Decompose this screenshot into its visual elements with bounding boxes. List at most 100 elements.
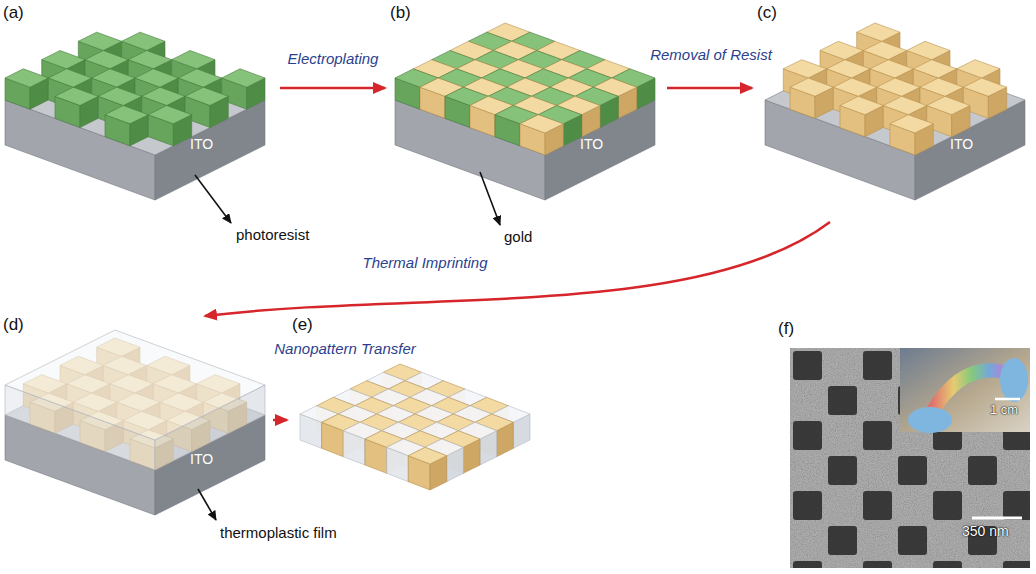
photoresist-block bbox=[55, 87, 98, 105]
process-step-label: Electroplating bbox=[288, 50, 379, 67]
gold-block bbox=[927, 96, 970, 114]
photoresist-block bbox=[5, 69, 48, 87]
panel-c-illustration bbox=[765, 23, 1025, 200]
sem-dark-square bbox=[933, 561, 962, 568]
label-holder: Thermal Imprinting bbox=[362, 254, 487, 271]
label-holder: ITO bbox=[580, 136, 603, 152]
label-holder: ITO bbox=[190, 136, 213, 152]
label-holder: Nanopattern Transfer bbox=[274, 340, 415, 357]
leader-line bbox=[480, 172, 500, 225]
panel-e-illustration bbox=[300, 364, 530, 490]
layer-label: ITO bbox=[950, 136, 973, 152]
photoresist-block bbox=[98, 87, 141, 105]
sem-dark-square bbox=[863, 421, 892, 450]
gold-block bbox=[783, 60, 826, 78]
callout-label: thermoplastic film bbox=[220, 524, 337, 541]
process-step-label: Thermal Imprinting bbox=[362, 254, 487, 271]
process-arrow bbox=[273, 419, 287, 422]
photo-inset bbox=[900, 348, 1030, 433]
photoresist-block bbox=[85, 51, 128, 69]
photoresist-block bbox=[185, 87, 228, 105]
gold-block bbox=[890, 115, 933, 133]
gold-block bbox=[907, 41, 950, 59]
photoresist-block bbox=[78, 32, 121, 50]
gold-block bbox=[827, 60, 870, 78]
gold-block bbox=[920, 78, 963, 96]
panel-letter: (b) bbox=[390, 4, 662, 23]
photo-background bbox=[900, 348, 1030, 432]
sem-dark-square bbox=[863, 491, 892, 520]
process-panel: (a) bbox=[3, 4, 275, 222]
gold-block bbox=[840, 96, 883, 114]
callout-label: photoresist bbox=[236, 226, 309, 243]
process-arrow bbox=[280, 87, 385, 90]
process-step-label: Nanopattern Transfer bbox=[274, 340, 415, 357]
label-holder: photoresist bbox=[236, 226, 309, 243]
ito-substrate bbox=[765, 45, 1025, 155]
photoresist-block bbox=[172, 51, 215, 69]
label-holder: ITO bbox=[190, 451, 213, 467]
sem-dark-square bbox=[898, 456, 927, 485]
sem-image bbox=[790, 348, 1030, 568]
photoresist-block bbox=[148, 106, 191, 124]
gold-block bbox=[790, 78, 833, 96]
gold-block bbox=[408, 447, 446, 464]
label-holder: Electroplating bbox=[288, 50, 379, 67]
sem-dark-square bbox=[1003, 491, 1030, 520]
label-holder: 1 cm bbox=[990, 403, 1018, 418]
scale-bar bbox=[972, 517, 1022, 520]
process-panel: (b) bbox=[390, 4, 662, 222]
photoresist-block bbox=[128, 51, 171, 69]
gold-block bbox=[863, 41, 906, 59]
ito-substrate bbox=[765, 100, 915, 200]
process-panel: (c) bbox=[757, 4, 1031, 222]
ito-substrate bbox=[915, 100, 1025, 200]
photoresist-block bbox=[42, 51, 85, 69]
sem-dark-square bbox=[793, 421, 822, 450]
ito-substrate bbox=[395, 45, 655, 155]
panel-letter: (a) bbox=[3, 4, 275, 23]
ito-substrate bbox=[395, 100, 545, 200]
panel-f-illustration bbox=[790, 348, 1032, 574]
gold-block bbox=[877, 78, 920, 96]
photoresist-block bbox=[92, 69, 135, 87]
sem-dark-square bbox=[828, 386, 857, 415]
gold-block bbox=[957, 60, 1000, 78]
sem-dark-square bbox=[828, 456, 857, 485]
callout-label: gold bbox=[504, 228, 532, 245]
gold-block bbox=[857, 23, 900, 41]
sem-dark-square bbox=[863, 351, 892, 380]
sem-dark-square bbox=[793, 351, 822, 380]
gold-block bbox=[820, 41, 863, 59]
sem-dark-square bbox=[968, 456, 997, 485]
photoresist-block bbox=[105, 106, 148, 124]
panel-b-illustration bbox=[395, 23, 655, 200]
sem-noise bbox=[790, 348, 1030, 568]
gold-block bbox=[963, 78, 1006, 96]
panel-a-illustration bbox=[5, 32, 265, 200]
sem-dark-square bbox=[933, 491, 962, 520]
process-arrow bbox=[205, 222, 830, 316]
layer-label: ITO bbox=[190, 451, 213, 467]
sem-dark-square bbox=[793, 561, 822, 568]
gold-block bbox=[913, 60, 956, 78]
leader-line bbox=[195, 175, 231, 223]
leader-line bbox=[198, 489, 216, 520]
label-holder: thermoplastic film bbox=[220, 524, 337, 541]
gold-block bbox=[883, 96, 926, 114]
photoresist-block bbox=[135, 69, 178, 87]
scale-label: 350 nm bbox=[962, 523, 1009, 539]
gold-block bbox=[870, 60, 913, 78]
gloved-hand bbox=[908, 407, 952, 433]
photoresist-block bbox=[142, 87, 185, 105]
thermoplastic-film bbox=[5, 330, 265, 440]
scale-bar bbox=[995, 398, 1020, 401]
label-holder: Removal of Resist bbox=[650, 46, 772, 63]
scale-label: 1 cm bbox=[990, 403, 1018, 418]
panel-d-illustration bbox=[5, 330, 265, 515]
panel-letter: (f) bbox=[778, 320, 1033, 339]
label-holder: gold bbox=[504, 228, 532, 245]
photoresist-block bbox=[48, 69, 91, 87]
